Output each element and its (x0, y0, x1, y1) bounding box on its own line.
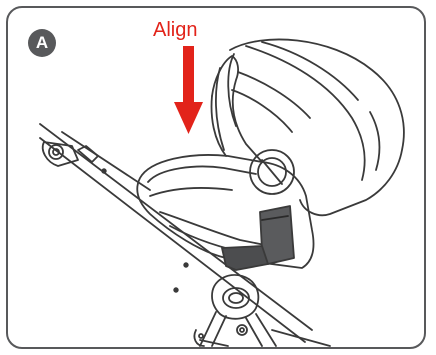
align-label: Align (153, 18, 197, 42)
step-badge: A (28, 29, 56, 57)
down-arrow-icon (174, 46, 203, 134)
